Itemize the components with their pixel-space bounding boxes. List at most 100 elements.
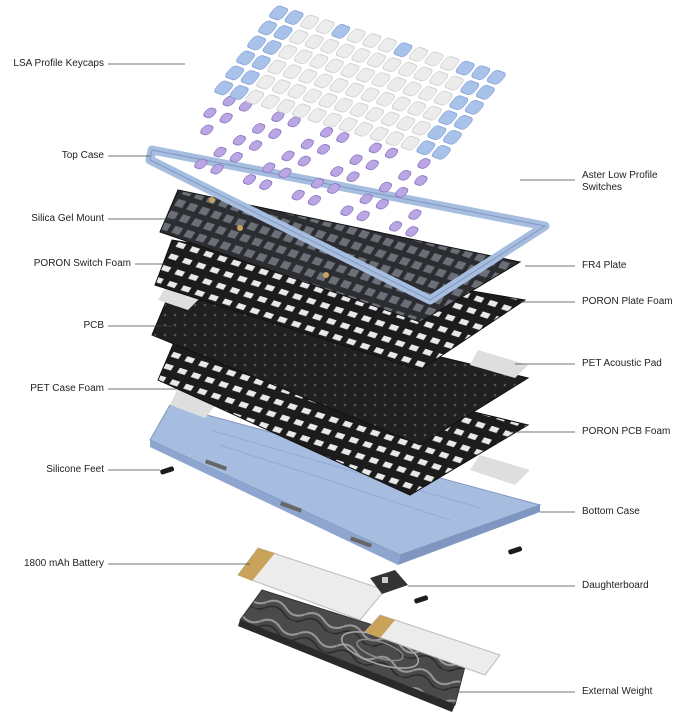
keycap [236,50,256,66]
keycap [345,82,364,98]
keycap [334,97,353,113]
keycap [486,69,506,85]
switch [316,143,331,155]
switch [336,132,350,143]
switch [375,198,390,210]
switch [203,107,217,119]
keycap [443,129,462,145]
keycap [309,53,329,69]
keycap [367,52,386,68]
keycap [429,71,449,86]
switch [287,116,301,128]
switch [278,167,292,179]
keycap [376,91,395,107]
keycap [284,10,304,25]
keycap [409,46,428,62]
switch [384,147,399,159]
switch [268,128,282,140]
switch [327,183,341,194]
keycap [251,55,271,70]
label-top-case: Top Case [61,150,104,161]
keycap [225,65,245,81]
keycap [432,144,451,160]
keycap [382,57,402,73]
keycap [385,131,405,146]
label-poron-pcb-foam: PORON PCB Foam [582,426,671,437]
keycap [440,56,460,71]
keycap [269,5,288,21]
label-bottom-case: Bottom Case [582,506,640,517]
keycap [464,99,484,115]
leader-lines [108,63,575,693]
daughterboard-part [370,570,429,604]
keycap [422,105,442,121]
keycap [323,112,342,128]
pet-case-foam-part [170,388,220,418]
label-pcb: PCB [83,320,104,331]
label-pet-case-foam: PET Case Foam [30,383,104,394]
label-battery: 1800 mAh Battery [23,558,104,569]
switches-part [194,95,431,237]
keycap [402,81,422,97]
switch [359,193,373,205]
keycap [418,86,438,101]
keycap [240,70,260,85]
keycap [340,63,360,78]
switch [259,179,273,191]
pet-acoustic-pad-part [470,350,528,378]
keycap [247,35,266,51]
keycap [287,83,307,99]
keycap [460,80,480,96]
keycap [271,79,291,95]
keycap [307,108,327,123]
keycap [362,33,382,48]
keycap [360,87,380,103]
keycap [298,68,318,84]
pet-acoustic-pad-part-lower [470,455,530,485]
switch [365,159,379,171]
keycap [455,60,475,76]
switch [194,158,208,170]
keycap [258,20,277,36]
keycap [267,59,287,75]
keycap [438,110,458,126]
switch [389,220,403,232]
keycap [378,37,397,53]
keycap [262,40,282,55]
keycap [304,34,324,50]
keycap [349,102,369,118]
switch [330,166,344,177]
switch [242,174,257,185]
keycap [411,120,431,136]
keycap [407,101,427,116]
switch [229,151,243,163]
keycap [273,25,293,40]
keycap [398,61,417,77]
switch [291,189,305,201]
keycap [351,48,371,63]
label-silica-gel-mount: Silica Gel Mount [31,213,104,224]
keycap [444,75,464,91]
keycap [416,140,436,156]
switch [213,146,227,158]
keycap [396,116,416,131]
switch [210,163,224,175]
switch [320,126,334,138]
keycap [335,43,355,59]
label-daughterboard: Daughterboard [582,580,649,591]
keycap [292,103,311,119]
switch [262,162,276,174]
label-poron-plate-foam: PORON Plate Foam [582,296,673,307]
keycap [391,96,411,112]
keycap [260,94,280,110]
keycap [449,95,469,111]
keycap [356,67,375,83]
keycap [282,64,302,80]
switch [248,140,263,151]
label-silicone-feet: Silicone Feet [46,464,104,475]
switch [219,112,233,124]
keycaps-part [214,5,506,160]
keycap [400,135,420,151]
keycap [289,29,309,45]
